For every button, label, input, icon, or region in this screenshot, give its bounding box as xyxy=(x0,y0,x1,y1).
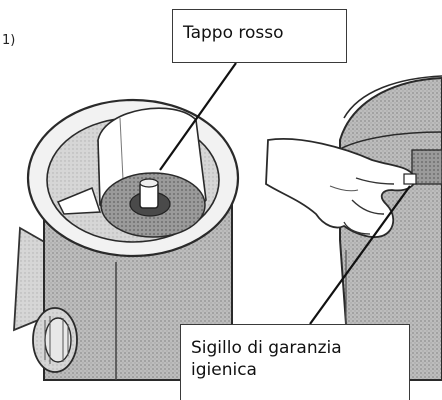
hand-illustration xyxy=(265,138,417,238)
callout-hygiene-seal: Sigillo di garanzia igienica xyxy=(180,324,410,400)
callout-hygiene-seal-line1: Sigillo di garanzia xyxy=(191,338,342,358)
callout-hygiene-seal-line2: igienica xyxy=(191,360,257,380)
callout-red-cap: Tappo rosso xyxy=(172,9,347,63)
leader-line-top xyxy=(159,62,237,171)
step-number: 1) xyxy=(2,33,16,48)
leader-line-bottom xyxy=(309,185,411,325)
seal-slot xyxy=(411,149,442,185)
callout-red-cap-text: Tappo rosso xyxy=(183,23,284,43)
